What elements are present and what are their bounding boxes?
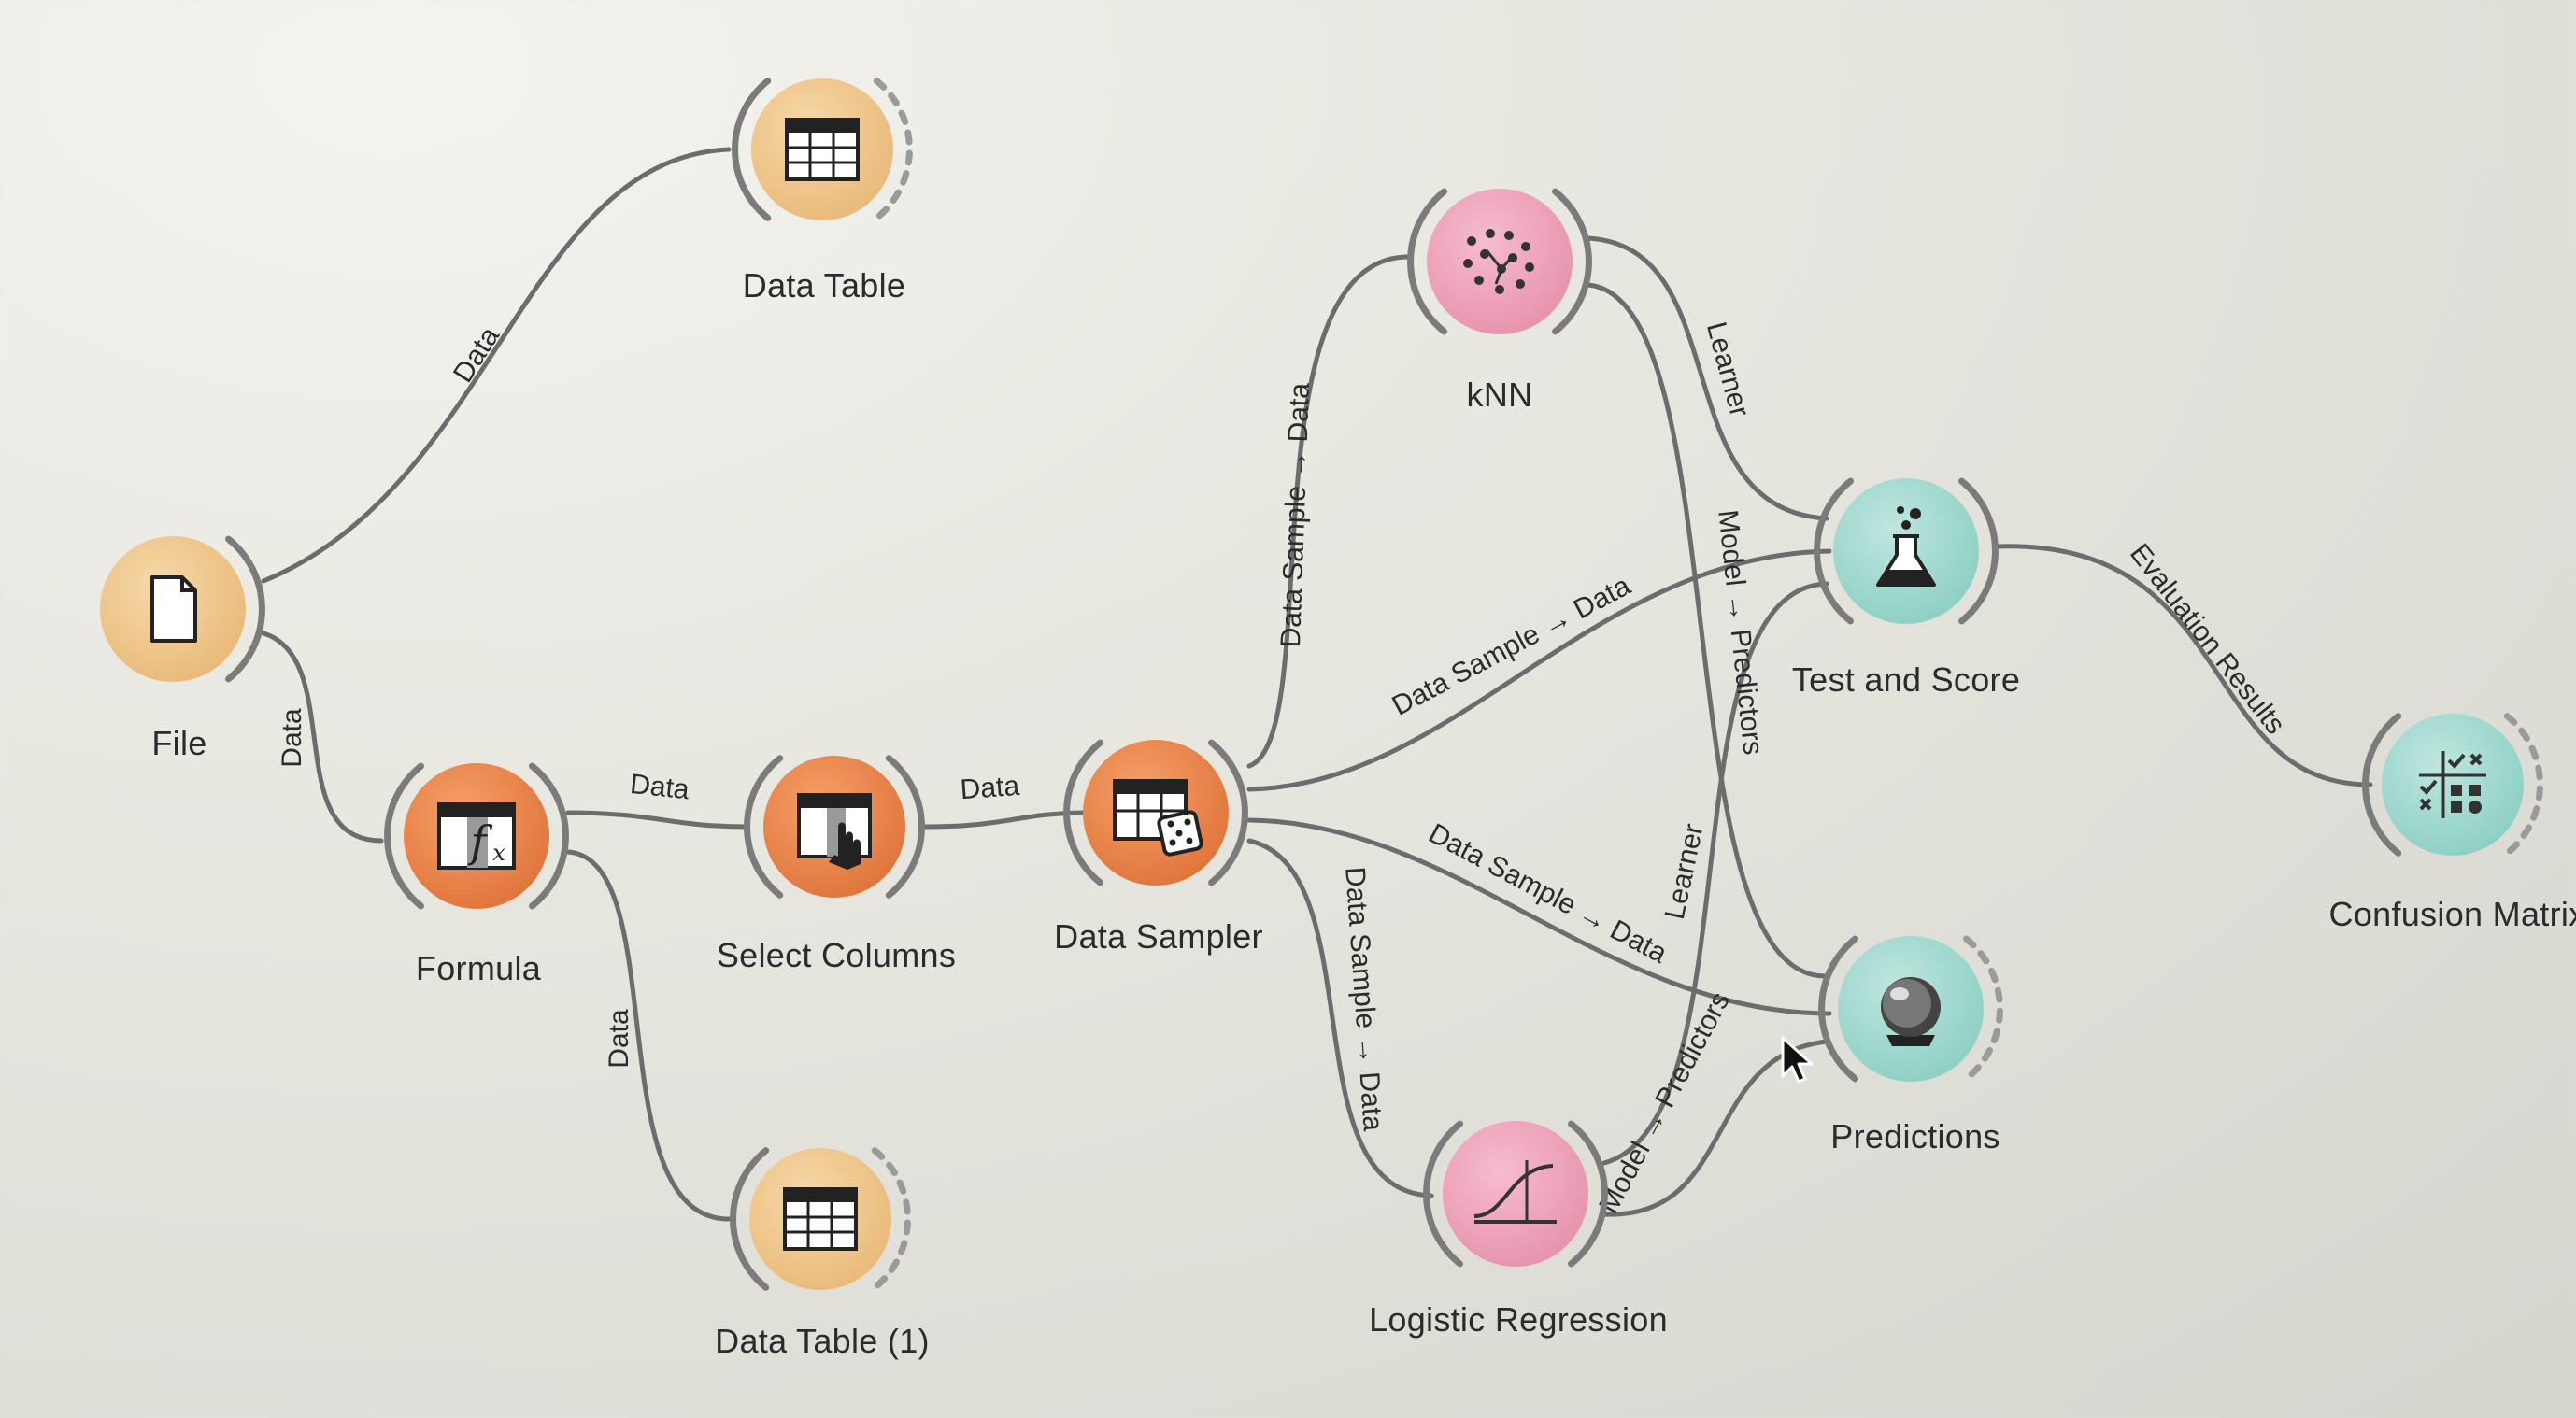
input-channel-bracket[interactable] <box>1814 477 1854 625</box>
link-file-formula[interactable] <box>261 631 384 844</box>
node-data-table-1[interactable] <box>730 1147 911 1291</box>
output-channel-bracket[interactable] <box>885 755 925 899</box>
output-channel-bracket[interactable] <box>1958 477 1999 625</box>
unconnected-output-bracket[interactable] <box>1963 935 2003 1083</box>
link-label-selectcolumns-datasampler: Data <box>960 771 1021 805</box>
link-knn-predictions[interactable] <box>1586 282 1829 979</box>
node-label-formula: Formula <box>415 949 542 987</box>
link-formula-datatable1[interactable] <box>565 849 732 1222</box>
node-select-columns[interactable] <box>744 755 925 899</box>
link-datasampler-predictions[interactable] <box>1246 817 1832 1016</box>
node-label-predictions: Predictions <box>1830 1117 2000 1156</box>
mouse-cursor-icon <box>1781 1036 1814 1084</box>
node-test-and-score[interactable] <box>1814 477 1999 625</box>
node-data-sampler[interactable] <box>1063 739 1248 886</box>
table-icon <box>785 118 860 181</box>
node-knn[interactable] <box>1407 188 1592 335</box>
output-channel-bracket[interactable] <box>1552 188 1592 335</box>
confusion-matrix-icon <box>2419 751 2486 818</box>
link-datasampler-logreg[interactable] <box>1246 838 1434 1198</box>
input-channel-bracket[interactable] <box>1063 739 1103 886</box>
input-channel-bracket[interactable] <box>730 1147 770 1291</box>
input-channel-bracket[interactable] <box>1818 935 1858 1083</box>
file-icon <box>150 575 197 643</box>
link-label-datasampler-knn: Data Sample → Data <box>1275 382 1316 648</box>
link-testscore-confusion[interactable] <box>1992 544 2373 787</box>
data-sampler-icon <box>1113 779 1203 857</box>
link-file-datatable[interactable] <box>261 147 732 584</box>
select-columns-icon <box>797 793 872 870</box>
node-label-select-columns: Select Columns <box>716 936 957 974</box>
link-label-formula-selectcolumns: Data <box>629 769 691 805</box>
output-channel-bracket[interactable] <box>1208 739 1248 886</box>
link-knn-testscore[interactable] <box>1586 235 1829 521</box>
link-logreg-testscore[interactable] <box>1601 581 1829 1166</box>
node-label-file: File <box>151 724 207 762</box>
link-datasampler-knn[interactable] <box>1246 254 1414 769</box>
link-label-formula-datatable1: Data <box>604 1009 634 1069</box>
link-datasampler-testscore[interactable] <box>1246 548 1832 792</box>
node-label-knn: kNN <box>1466 376 1533 414</box>
unconnected-output-bracket[interactable] <box>2503 713 2543 857</box>
node-label-data-table-1: Data Table (1) <box>715 1322 930 1360</box>
output-channel-bracket[interactable] <box>1568 1120 1608 1268</box>
node-confusion-matrix[interactable] <box>2362 713 2543 857</box>
output-channel-bracket[interactable] <box>529 762 569 910</box>
node-data-table[interactable] <box>732 78 913 221</box>
link-label-datasampler-testscore: Data Sample → Data <box>1388 570 1636 721</box>
table-icon <box>783 1187 858 1251</box>
logistic-curve-icon <box>1473 1160 1557 1224</box>
unconnected-output-bracket[interactable] <box>871 1147 911 1291</box>
unconnected-output-bracket[interactable] <box>873 78 913 221</box>
node-predictions[interactable] <box>1818 935 2003 1083</box>
node-label-data-sampler: Data Sampler <box>1054 917 1263 956</box>
link-formula-selectcolumns[interactable] <box>565 810 748 830</box>
link-label-logreg-predictions: Model → Predictors <box>1593 986 1736 1218</box>
link-label-logreg-testscore: Learner <box>1659 821 1710 922</box>
input-channel-bracket[interactable] <box>2362 713 2402 857</box>
node-label-logistic-regression: Logistic Regression <box>1369 1300 1668 1339</box>
svg-text:x: x <box>492 840 505 866</box>
input-channel-bracket[interactable] <box>1407 188 1447 335</box>
input-channel-bracket[interactable] <box>744 755 784 899</box>
link-label-logreg-predictions-text: Model → Predictors <box>1593 986 1736 1218</box>
node-circle[interactable] <box>1443 1121 1588 1267</box>
output-channel-bracket[interactable] <box>225 535 265 683</box>
link-label-datasampler-predictions: Data Sample → Data <box>1424 818 1672 970</box>
input-channel-bracket[interactable] <box>1423 1120 1463 1268</box>
link-label-file-formula: Data <box>277 708 307 768</box>
node-label-test-and-score: Test and Score <box>1791 660 2021 699</box>
node-label-data-table: Data Table <box>742 266 906 305</box>
knn-icon <box>1463 229 1534 294</box>
crystal-ball-icon <box>1881 977 1941 1046</box>
node-circle[interactable] <box>1427 189 1573 334</box>
node-logistic-regression[interactable] <box>1423 1120 1608 1268</box>
node-file[interactable] <box>100 535 265 683</box>
node-label-confusion-matrix: Confusion Matrix <box>2328 895 2576 933</box>
link-label-testscore-confusion: Evaluation Results <box>2124 538 2291 740</box>
input-channel-bracket[interactable] <box>384 762 424 910</box>
flask-icon <box>1876 506 1936 587</box>
link-label-file-datatable: Data <box>448 321 505 388</box>
input-channel-bracket[interactable] <box>732 78 772 221</box>
